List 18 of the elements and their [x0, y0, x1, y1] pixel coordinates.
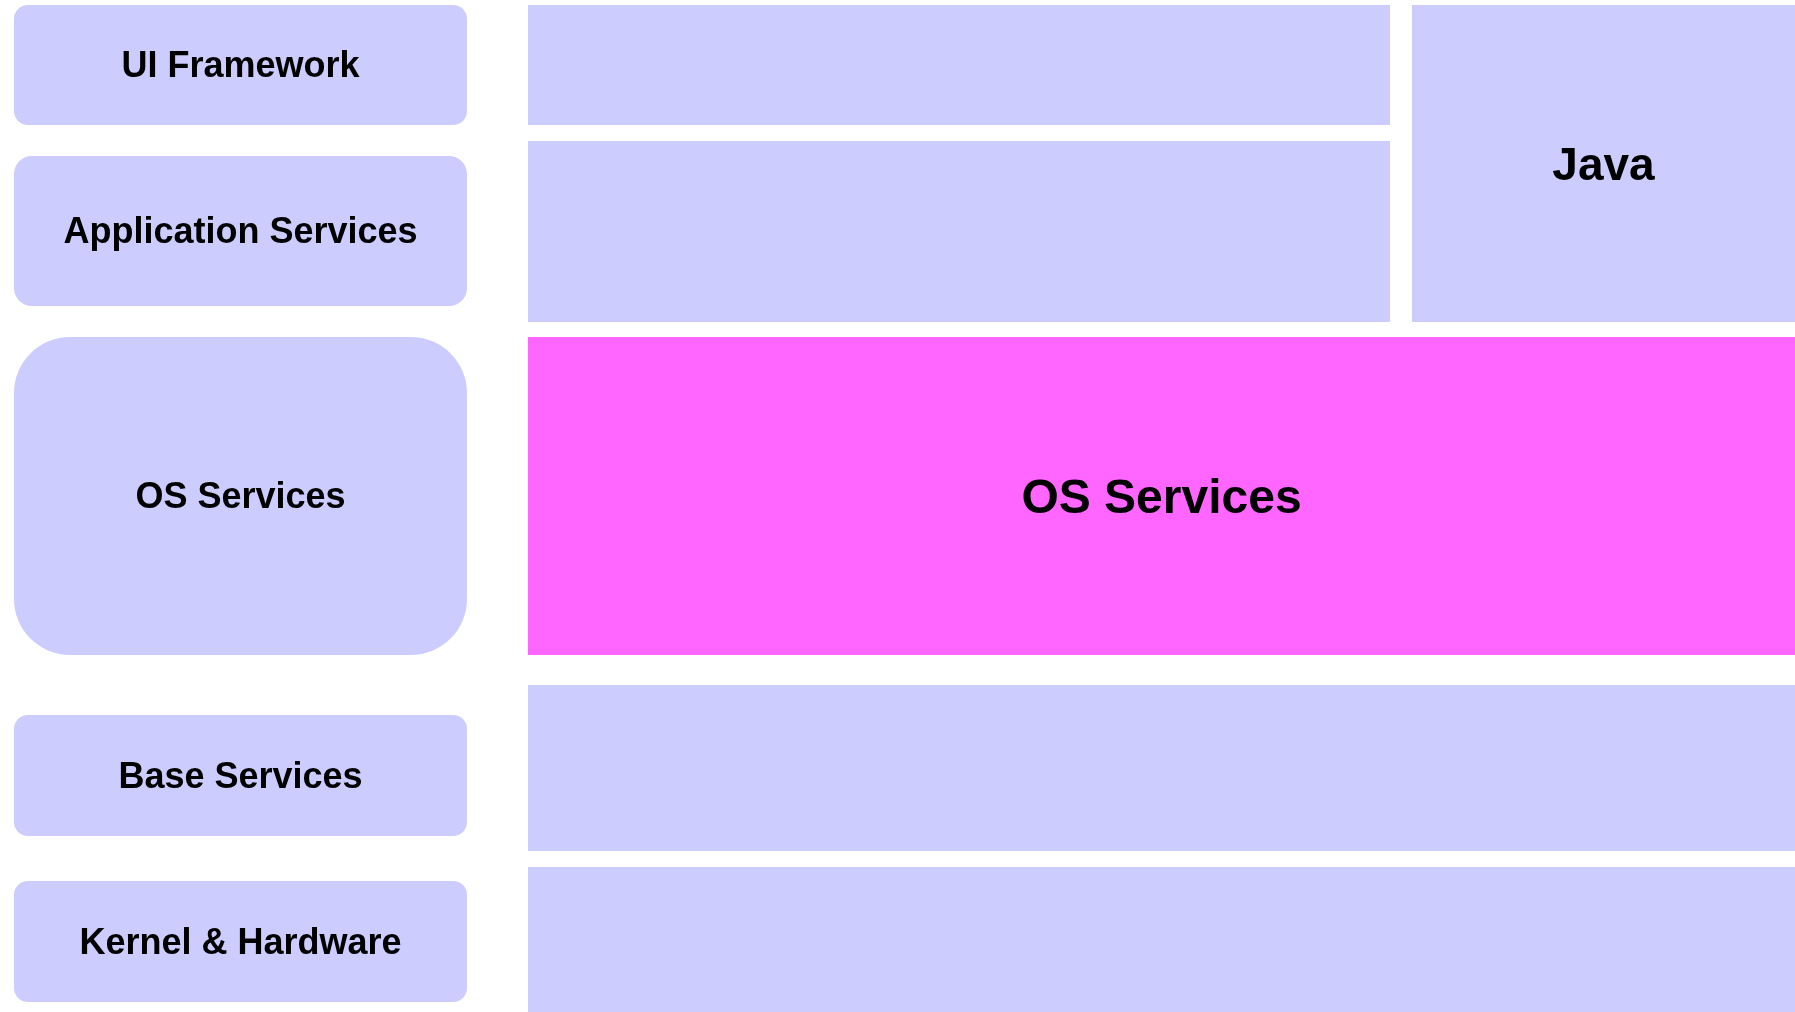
layer-box — [14, 156, 467, 306]
layer-label: OS Services — [135, 475, 346, 517]
layer-label: OS Services — [1021, 468, 1302, 524]
layer-label: Application Services — [63, 210, 418, 252]
empty-box — [528, 867, 1795, 1012]
layer-label: UI Framework — [121, 44, 360, 86]
layer-label: Java — [1552, 136, 1655, 191]
layer-box — [14, 715, 467, 836]
layer-label: Base Services — [118, 754, 363, 797]
layer-box — [14, 337, 467, 655]
layer-box — [14, 881, 467, 1002]
empty-box — [528, 685, 1795, 851]
layer-label: Kernel & Hardware — [79, 920, 402, 963]
layer-box — [528, 337, 1795, 655]
empty-box — [528, 141, 1390, 322]
empty-box — [528, 5, 1390, 125]
layer-box — [14, 5, 467, 125]
layer-box — [1412, 5, 1795, 322]
